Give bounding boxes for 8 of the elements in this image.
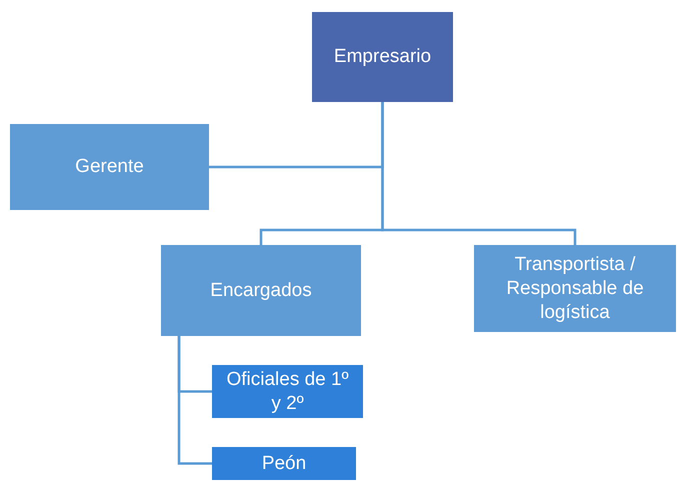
org-box: Encargados: [161, 245, 361, 336]
org-box: Peón: [212, 447, 356, 480]
org-box: Oficiales de 1º y 2º: [212, 365, 363, 418]
org-box: Gerente: [10, 124, 209, 210]
connector-line: [178, 336, 212, 465]
org-box: Transportista / Responsable de logística: [474, 245, 676, 332]
connector-line: [381, 102, 576, 245]
org-box: Empresario: [312, 12, 453, 102]
